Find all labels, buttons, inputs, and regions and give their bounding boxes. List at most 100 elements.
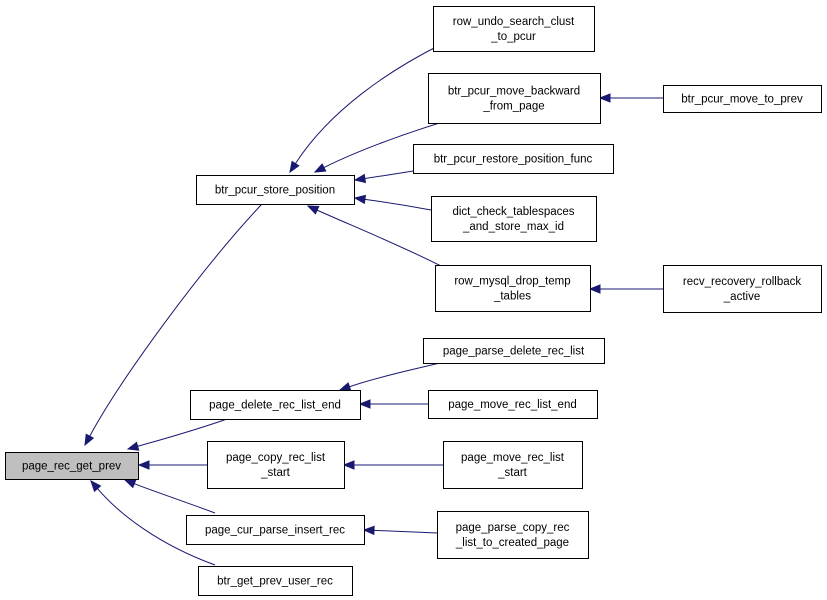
edge-line bbox=[89, 203, 263, 437]
arrowhead-icon bbox=[84, 433, 95, 447]
edge-line bbox=[364, 170, 414, 180]
node-box bbox=[413, 144, 614, 174]
edges-layer bbox=[84, 44, 663, 566]
arrowhead-icon bbox=[90, 479, 102, 493]
node-label: page_rec_get_prev bbox=[22, 461, 121, 473]
node-label: _list_to_created_page bbox=[455, 537, 569, 549]
node-label: _start bbox=[497, 467, 528, 479]
edge-line bbox=[316, 209, 446, 269]
edge-page-copy-rec-list-start-to-page-rec-get-prev bbox=[137, 460, 207, 470]
arrowhead-icon bbox=[313, 163, 327, 173]
node-label: page_move_rec_list_end bbox=[448, 399, 577, 411]
edge-line bbox=[134, 483, 216, 514]
node-label: page_copy_rec_list bbox=[226, 452, 326, 464]
arrowhead-icon bbox=[362, 525, 375, 536]
edge-line bbox=[295, 44, 441, 164]
node-page-move-rec-list-start[interactable]: page_move_rec_list _start bbox=[443, 441, 583, 489]
node-box bbox=[186, 515, 365, 545]
edge-line bbox=[323, 120, 447, 168]
node-label: row_undo_search_clust bbox=[453, 16, 575, 28]
node-dict-check-tablespaces-and-store-max-id[interactable]: dict_check_tablespaces _and_store_max_id bbox=[431, 196, 597, 242]
arrowhead-icon bbox=[358, 399, 371, 409]
node-btr-get-prev-user-rec[interactable]: btr_get_prev_user_rec bbox=[198, 566, 353, 596]
node-label: dict_check_tablespaces bbox=[452, 206, 574, 218]
arrowhead-icon bbox=[289, 160, 300, 174]
node-page-delete-rec-list-end[interactable]: page_delete_rec_list_end bbox=[190, 390, 361, 420]
edge-page-parse-delete-rec-list-to-page-delete-rec-list-end bbox=[338, 362, 441, 392]
node-row-mysql-drop-temp-tables[interactable]: row_mysql_drop_temp _tables bbox=[435, 265, 591, 312]
node-box bbox=[663, 265, 822, 313]
node-box bbox=[435, 265, 591, 312]
node-box bbox=[190, 390, 361, 420]
node-label: page_delete_rec_list_end bbox=[209, 400, 341, 412]
node-label: page_parse_copy_rec bbox=[456, 522, 570, 534]
node-btr-pcur-move-backward-from-page[interactable]: btr_pcur_move_backward _from_page bbox=[428, 73, 601, 124]
node-label: btr_pcur_move_backward bbox=[448, 86, 580, 98]
arrowhead-icon bbox=[306, 205, 320, 215]
edge-page-delete-rec-list-end-to-page-rec-get-prev bbox=[126, 417, 231, 451]
node-box bbox=[443, 441, 583, 489]
node-label: _active bbox=[723, 291, 760, 303]
node-btr-pcur-restore-position-func[interactable]: btr_pcur_restore_position_func bbox=[413, 144, 614, 174]
arrowhead-icon bbox=[338, 382, 352, 392]
edge-page-move-rec-list-start-to-page-copy-rec-list-start bbox=[342, 460, 443, 470]
node-label: _to_pcur bbox=[490, 31, 536, 43]
edge-line bbox=[349, 362, 441, 388]
arrowhead-icon bbox=[353, 173, 367, 184]
arrowhead-icon bbox=[137, 460, 150, 470]
node-box bbox=[423, 338, 605, 364]
node-label: _start bbox=[260, 467, 291, 479]
node-page-parse-delete-rec-list[interactable]: page_parse_delete_rec_list bbox=[423, 338, 605, 364]
edge-line bbox=[97, 488, 216, 566]
node-label: btr_pcur_store_position bbox=[215, 185, 335, 197]
node-row-undo-search-clust-to-pcur[interactable]: row_undo_search_clust _to_pcur bbox=[433, 6, 595, 52]
node-page-copy-rec-list-start[interactable]: page_copy_rec_list _start bbox=[207, 441, 345, 489]
node-page-move-rec-list-end[interactable]: page_move_rec_list_end bbox=[428, 390, 598, 419]
arrowhead-icon bbox=[353, 194, 367, 205]
nodes-layer: page_rec_get_prev btr_pcur_store_position… bbox=[5, 6, 822, 596]
node-box bbox=[437, 511, 589, 559]
arrowhead-icon bbox=[126, 441, 140, 451]
edge-dict-check-tablespaces-and-store-max-id-to-btr-pcur-store-position bbox=[353, 194, 432, 211]
edge-page-parse-copy-rec-list-to-created-page-to-page-cur-parse-insert-rec bbox=[362, 525, 438, 536]
node-label: btr_get_prev_user_rec bbox=[217, 576, 333, 588]
node-page-rec-get-prev[interactable]: page_rec_get_prev bbox=[5, 452, 139, 480]
node-label: page_parse_delete_rec_list bbox=[443, 346, 585, 358]
node-box bbox=[428, 390, 598, 419]
node-label: btr_pcur_move_to_prev bbox=[681, 94, 803, 106]
edge-line bbox=[364, 198, 432, 211]
node-box bbox=[663, 85, 822, 113]
node-label: _and_store_max_id bbox=[462, 221, 564, 233]
node-btr-pcur-store-position[interactable]: btr_pcur_store_position bbox=[196, 175, 355, 205]
node-box bbox=[431, 196, 597, 242]
node-box bbox=[207, 441, 345, 489]
node-box bbox=[428, 73, 601, 124]
edge-line bbox=[137, 417, 231, 447]
node-box bbox=[196, 175, 355, 205]
arrowhead-icon bbox=[598, 93, 611, 103]
node-page-cur-parse-insert-rec[interactable]: page_cur_parse_insert_rec bbox=[186, 515, 365, 545]
node-label: btr_pcur_restore_position_func bbox=[434, 154, 593, 166]
node-label: _tables bbox=[493, 291, 531, 303]
edge-btr-pcur-store-position-to-page-rec-get-prev bbox=[84, 203, 263, 447]
node-label: page_move_rec_list bbox=[461, 452, 565, 464]
node-label: _from_page bbox=[482, 101, 544, 113]
node-label: page_cur_parse_insert_rec bbox=[205, 525, 345, 537]
edge-page-cur-parse-insert-rec-to-page-rec-get-prev bbox=[123, 479, 216, 514]
node-page-parse-copy-rec-list-to-created-page[interactable]: page_parse_copy_rec _list_to_created_page bbox=[437, 511, 589, 559]
edge-page-move-rec-list-end-to-page-delete-rec-list-end bbox=[358, 399, 429, 409]
node-label: row_mysql_drop_temp bbox=[454, 276, 570, 288]
edge-row-mysql-drop-temp-tables-to-btr-pcur-store-position bbox=[306, 205, 446, 269]
arrowhead-icon bbox=[588, 284, 601, 294]
node-btr-pcur-move-to-prev[interactable]: btr_pcur_move_to_prev bbox=[663, 85, 822, 113]
node-box bbox=[433, 6, 595, 52]
node-recv-recovery-rollback-active[interactable]: recv_recovery_rollback_active bbox=[663, 265, 822, 313]
edge-btr-pcur-restore-position-func-to-btr-pcur-store-position bbox=[353, 170, 414, 184]
edge-recv-recovery-rollback-active-to-row-mysql-drop-temp-tables bbox=[588, 284, 663, 294]
arrowhead-icon bbox=[342, 460, 355, 470]
edge-line bbox=[373, 529, 438, 534]
edge-btr-pcur-move-backward-from-page-to-btr-pcur-store-position bbox=[313, 120, 447, 173]
edge-btr-pcur-move-to-prev-to-btr-pcur-move-backward-from-page bbox=[598, 93, 663, 103]
node-box bbox=[5, 452, 139, 480]
